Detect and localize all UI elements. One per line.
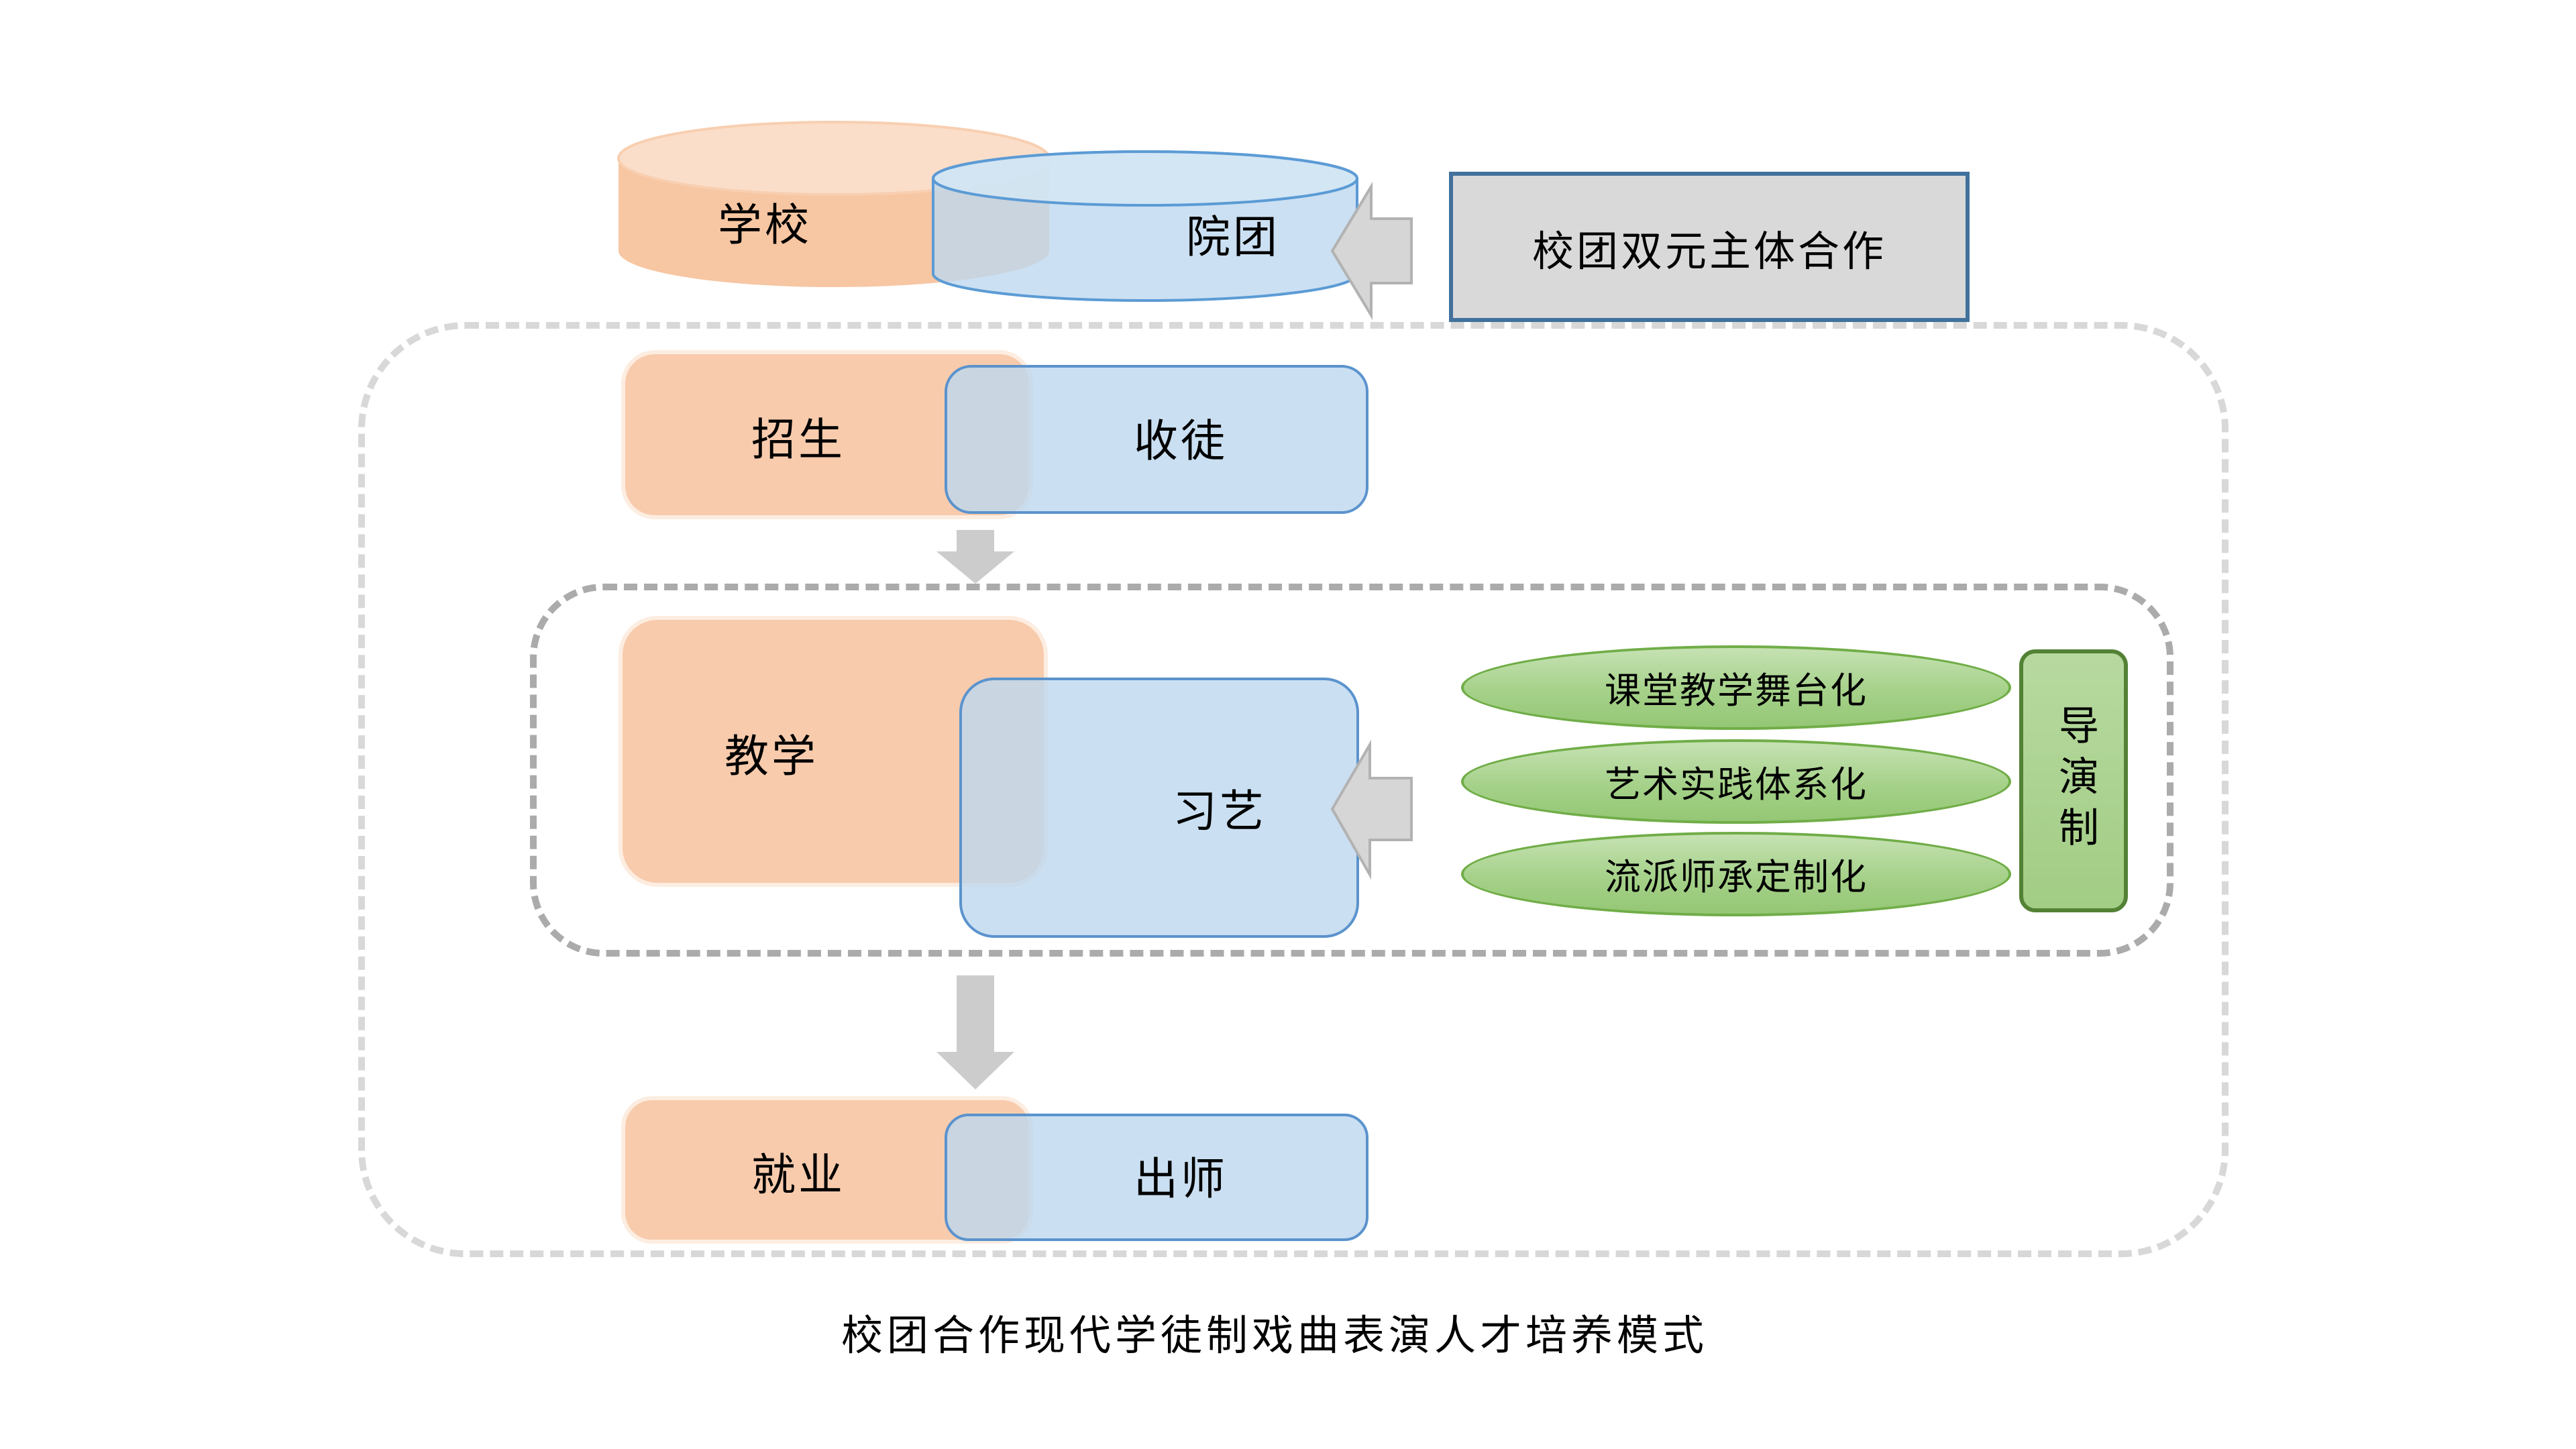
stage-enrollment-troupe-label: 收徒 bbox=[1134, 416, 1228, 466]
teaching-method-1-label: 课堂教学舞台化 bbox=[1605, 671, 1868, 711]
cooperation-box: 校团双元主体合作 bbox=[1449, 172, 1970, 322]
stage-employment-troupe-label: 出师 bbox=[1134, 1154, 1228, 1203]
troupe-cylinder-label: 院团 bbox=[1186, 212, 1280, 262]
outer-process-boundary bbox=[358, 322, 2229, 1257]
stage-teaching-troupe-label: 习艺 bbox=[1173, 786, 1267, 836]
stage-employment-school-label: 就业 bbox=[751, 1150, 845, 1199]
cooperation-arrow-left-icon bbox=[1330, 181, 1413, 321]
teaching-method-oval-2: 艺术实践体系化 bbox=[1461, 739, 2011, 824]
teaching-section-boundary bbox=[530, 584, 2174, 957]
teaching-method-3-label: 流派师承定制化 bbox=[1605, 857, 1868, 898]
teaching-method-oval-3: 流派师承定制化 bbox=[1461, 832, 2011, 916]
teaching-method-2-label: 艺术实践体系化 bbox=[1605, 765, 1868, 805]
school-cylinder-label: 学校 bbox=[718, 200, 812, 250]
diagram-caption: 校团合作现代学徒制戏曲表演人才培养模式 bbox=[841, 1312, 1708, 1359]
troupe-cylinder-shape bbox=[932, 150, 1358, 302]
stage-enrollment-school-label: 招生 bbox=[751, 415, 845, 464]
teaching-method-oval-1: 课堂教学舞台化 bbox=[1461, 645, 2011, 730]
flow-arrow-down-2-icon bbox=[936, 975, 1014, 1089]
stage-employment-troupe-box bbox=[945, 1114, 1368, 1241]
flow-arrow-down-1-icon bbox=[936, 530, 1014, 584]
director-system-box: 导演制 bbox=[2019, 649, 2128, 912]
stage-teaching-school-label: 教学 bbox=[724, 731, 818, 781]
stage-teaching-troupe-box bbox=[959, 678, 1359, 938]
methods-arrow-left-icon bbox=[1330, 739, 1413, 880]
stage-enrollment-troupe-box bbox=[945, 365, 1368, 514]
cooperation-box-label: 校团双元主体合作 bbox=[1532, 227, 1886, 274]
